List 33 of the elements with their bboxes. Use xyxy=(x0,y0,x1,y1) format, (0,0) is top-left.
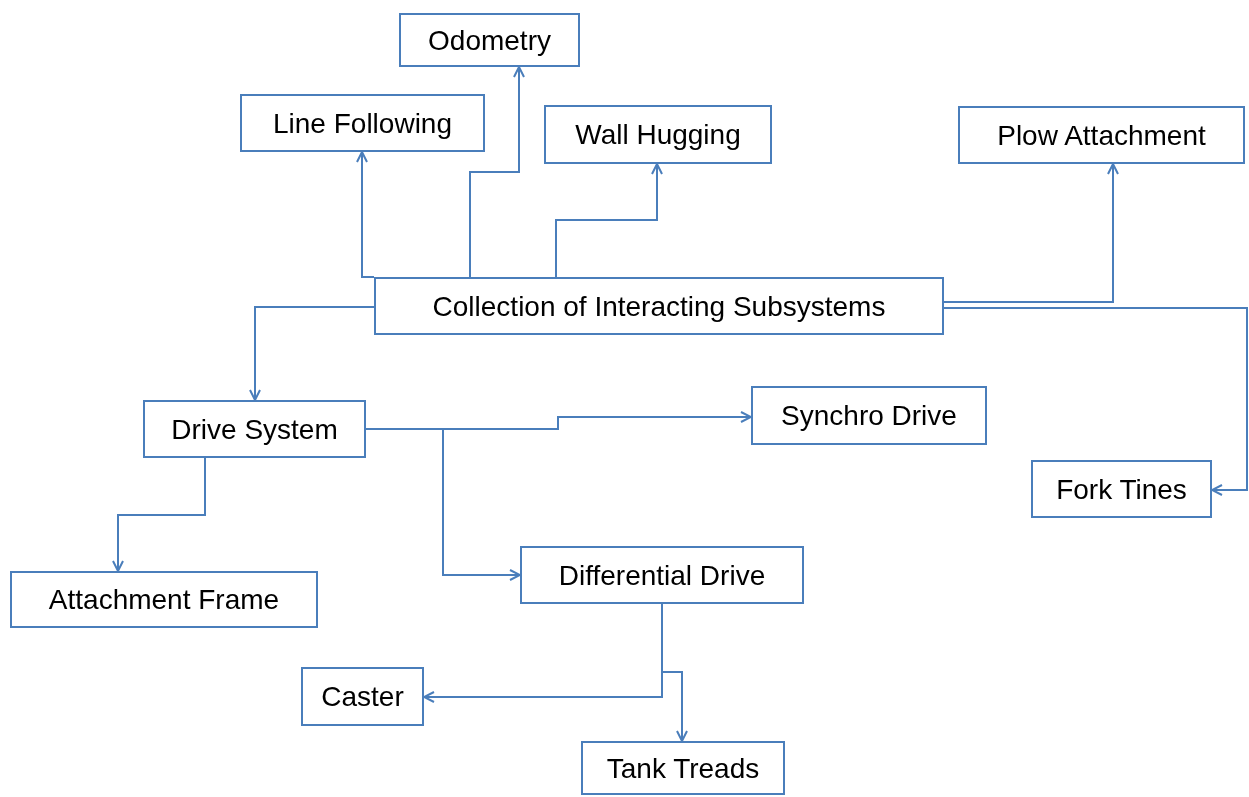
process-box xyxy=(10,571,318,628)
arrow xyxy=(555,163,663,278)
box-label: Differential Drive xyxy=(558,558,766,593)
process-box xyxy=(374,277,944,335)
arrow xyxy=(365,428,521,581)
process-box xyxy=(143,400,366,458)
box-label: Attachment Frame xyxy=(48,583,280,617)
arrow xyxy=(943,307,1248,496)
arrow xyxy=(112,457,206,572)
box-label: Synchro Drive xyxy=(781,399,957,433)
box-label: Wall Hugging xyxy=(575,118,741,152)
arrow xyxy=(356,151,375,278)
process-box xyxy=(544,105,772,164)
process-box xyxy=(520,546,804,604)
process-box xyxy=(1031,460,1212,518)
box-label: Drive System xyxy=(171,412,338,447)
process-box xyxy=(581,741,785,795)
box-label: Caster xyxy=(321,680,404,714)
box-label: Tank Treads xyxy=(606,751,760,786)
process-box xyxy=(958,106,1245,164)
arrow xyxy=(249,306,375,401)
process-box xyxy=(751,386,987,445)
arrow xyxy=(943,163,1119,303)
box-label: Fork Tines xyxy=(1056,472,1187,507)
arrow xyxy=(661,603,688,742)
arrow xyxy=(469,66,525,278)
box-label: Plow Attachment xyxy=(997,118,1206,153)
process-box xyxy=(399,13,580,67)
box-label: Collection of Interacting Subsystems xyxy=(432,289,886,324)
process-box xyxy=(240,94,485,152)
process-box xyxy=(301,667,424,726)
box-label: Line Following xyxy=(273,106,452,141)
box-label: Odometry xyxy=(428,23,551,58)
